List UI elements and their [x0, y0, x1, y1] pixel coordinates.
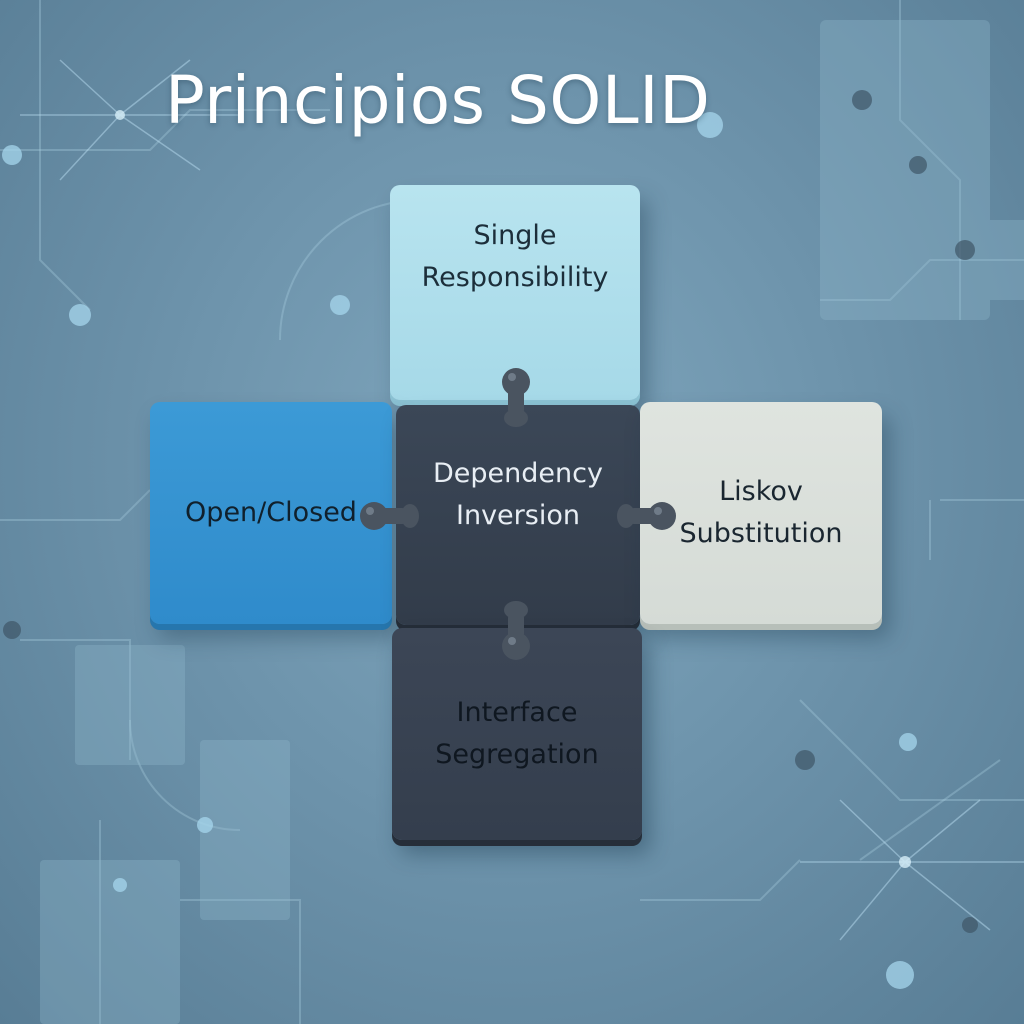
page-title: Principios SOLID: [165, 62, 711, 139]
tile-liskov-substitution: Liskov Substitution: [640, 402, 882, 624]
single-responsibility-label: Single Responsibility: [421, 220, 609, 293]
connector-left: [360, 502, 419, 530]
liskov-substitution-label: Liskov Substitution: [679, 476, 843, 549]
dependency-inversion-label: Dependency Inversion: [433, 458, 603, 531]
tile-single-responsibility: Single Responsibility: [390, 185, 640, 400]
connector-right: [617, 502, 676, 530]
connector-bottom: [502, 601, 530, 660]
tile-open-closed: Open/Closed: [150, 402, 392, 624]
tile-interface-segregation: Interface Segregation: [392, 628, 642, 840]
tile-dependency-inversion: Dependency Inversion: [396, 405, 640, 625]
connector-top: [502, 368, 530, 427]
interface-segregation-label: Interface Segregation: [435, 697, 599, 770]
open-closed-label: Open/Closed: [185, 497, 357, 529]
